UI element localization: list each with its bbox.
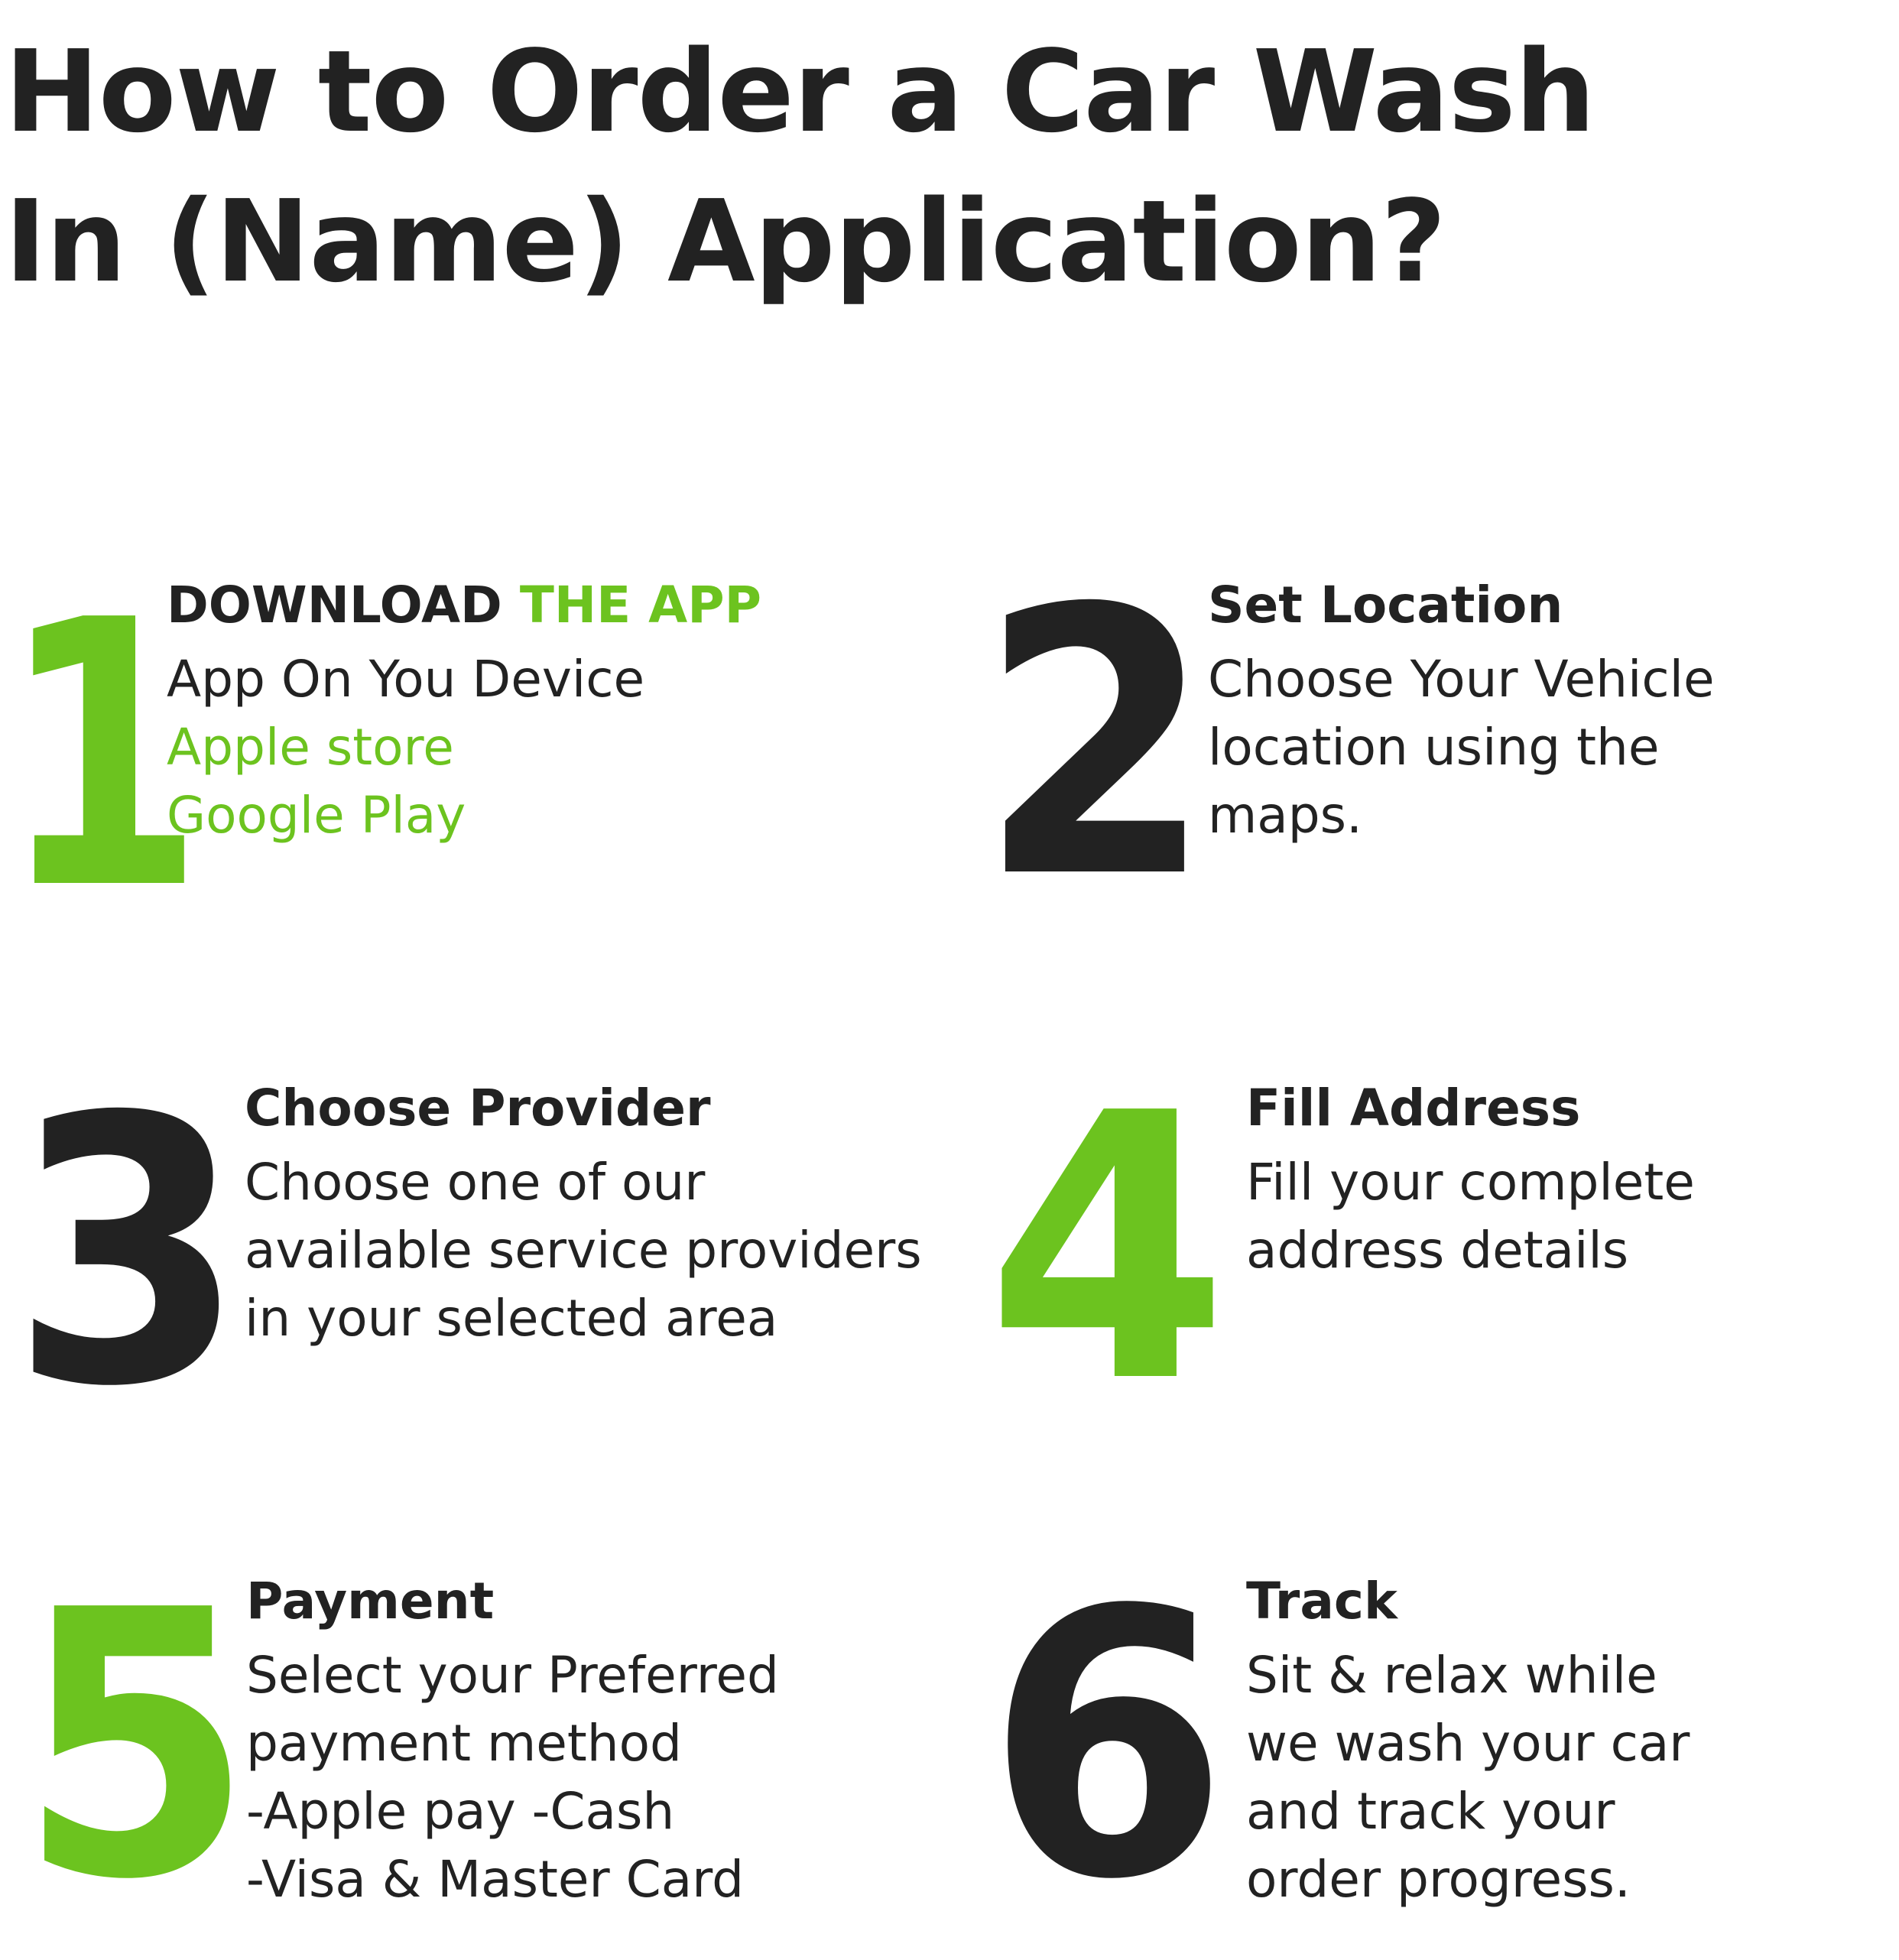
step-4-line-1: Fill your complete: [1246, 1153, 1695, 1212]
step-6-line-4: order progress.: [1246, 1850, 1631, 1909]
step-2-line-2: location using the: [1208, 718, 1660, 777]
step-5-number: 5: [18, 1533, 254, 1960]
apple-store-link[interactable]: Apple store: [167, 718, 454, 777]
step-3-line-2: available service providers: [245, 1221, 922, 1280]
step-6-heading: Track: [1246, 1572, 1397, 1631]
title-line-1: How to Order a Car Wash: [5, 26, 1595, 157]
step-2: Set Location Choose Your Vehicle locatio…: [1208, 575, 1715, 849]
step-3-number: 3: [11, 1040, 246, 1467]
step-5: Payment Select your Preferred payment me…: [246, 1571, 779, 1913]
step-5-heading: Payment: [246, 1572, 495, 1631]
step-6-line-3: and track your: [1246, 1782, 1615, 1841]
step-4: Fill Address Fill your complete address …: [1246, 1078, 1695, 1284]
step-4-number: 4: [986, 1036, 1229, 1463]
step-1-heading-part2: THE APP: [519, 576, 761, 634]
step-1-line-1: App On You Device: [167, 650, 645, 709]
step-1-heading: DOWNLOAD THE APP: [167, 575, 761, 636]
step-6-number: 6: [986, 1533, 1229, 1960]
step-5-line-4: -Visa & Master Card: [246, 1850, 745, 1909]
step-3-heading: Choose Provider: [245, 1079, 711, 1137]
step-2-number: 2: [979, 531, 1214, 959]
step-6-line-1: Sit & relax while: [1246, 1646, 1657, 1705]
step-2-line-1: Choose Your Vehicle: [1208, 650, 1715, 709]
step-5-line-3: -Apple pay -Cash: [246, 1782, 675, 1841]
step-1-number: 1: [0, 543, 205, 970]
step-3-line-3: in your selected area: [245, 1289, 778, 1348]
page-title: How to Order a Car Wash In (Name) Applic…: [5, 17, 1595, 316]
step-5-line-2: payment method: [246, 1714, 682, 1773]
step-6: Track Sit & relax while we wash your car…: [1246, 1571, 1690, 1913]
step-2-line-3: maps.: [1208, 786, 1362, 845]
step-3: Choose Provider Choose one of our availa…: [245, 1078, 922, 1352]
step-4-line-2: address details: [1246, 1221, 1629, 1280]
step-5-line-1: Select your Preferred: [246, 1646, 779, 1705]
step-4-heading: Fill Address: [1246, 1079, 1581, 1137]
title-line-2: In (Name) Application?: [5, 176, 1446, 307]
step-6-line-2: we wash your car: [1246, 1714, 1690, 1773]
step-1: DOWNLOAD THE APP App On You Device Apple…: [167, 575, 761, 849]
step-3-line-1: Choose one of our: [245, 1153, 706, 1212]
google-play-link[interactable]: Google Play: [167, 786, 466, 845]
step-1-heading-part1: DOWNLOAD: [167, 576, 502, 634]
step-2-heading: Set Location: [1208, 576, 1563, 634]
